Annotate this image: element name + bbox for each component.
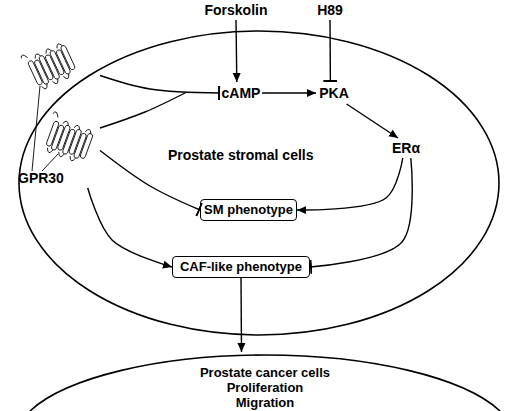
- molecule-label: cAMP: [220, 82, 262, 104]
- ellipse-outline: [18, 30, 500, 336]
- connector: [262, 92, 316, 93]
- node-text: Prostate stromal cells: [168, 147, 314, 163]
- node-text: PKA: [319, 85, 349, 101]
- node-text: ERα: [392, 140, 420, 156]
- connector: [100, 76, 220, 129]
- connector: [310, 158, 412, 267]
- receptor-symbol: [40, 111, 96, 165]
- node-text: Prostate cancer cells: [200, 365, 330, 380]
- cell-membrane: [19, 31, 499, 335]
- node-text: Forskolin: [204, 2, 267, 18]
- node-text: GPR30: [18, 170, 64, 186]
- connector: [297, 158, 403, 210]
- node-text: cAMP: [222, 85, 261, 101]
- node-text: CAF-like phenotype: [180, 259, 302, 275]
- phenotype-box: CAF-like phenotype: [172, 256, 310, 278]
- leader-line: [42, 154, 58, 171]
- connector: [88, 188, 172, 267]
- leader-line: [32, 86, 40, 171]
- inhibitor-label: H89: [312, 0, 348, 20]
- cell-ellipse: Prostate stromal cellsGPR30 cAMP PKA ERα SM …: [18, 30, 500, 336]
- connector: [240, 278, 242, 352]
- connector: [329, 20, 331, 82]
- receptor-group: GPR30: [18, 38, 100, 188]
- connector: [347, 104, 398, 138]
- receptor-symbol: [20, 37, 78, 93]
- node-text: H89: [317, 2, 343, 18]
- phenotype-box: SM phenotype: [200, 199, 297, 221]
- molecule-label: ERα: [390, 138, 422, 158]
- target-cell-arc: Prostate cancer cellsProliferationMigrat…: [30, 352, 500, 411]
- molecule-label: PKA: [316, 82, 352, 104]
- connector: [100, 151, 200, 211]
- stimulus-label: Forskolin: [198, 0, 274, 20]
- node-text: SM phenotype: [204, 202, 293, 218]
- connector: [235, 20, 237, 82]
- node-text: Proliferation: [227, 380, 304, 395]
- cancer-cell-membrane: [30, 355, 500, 411]
- node-text: Migration: [236, 395, 295, 410]
- receptor-outline: [18, 38, 100, 188]
